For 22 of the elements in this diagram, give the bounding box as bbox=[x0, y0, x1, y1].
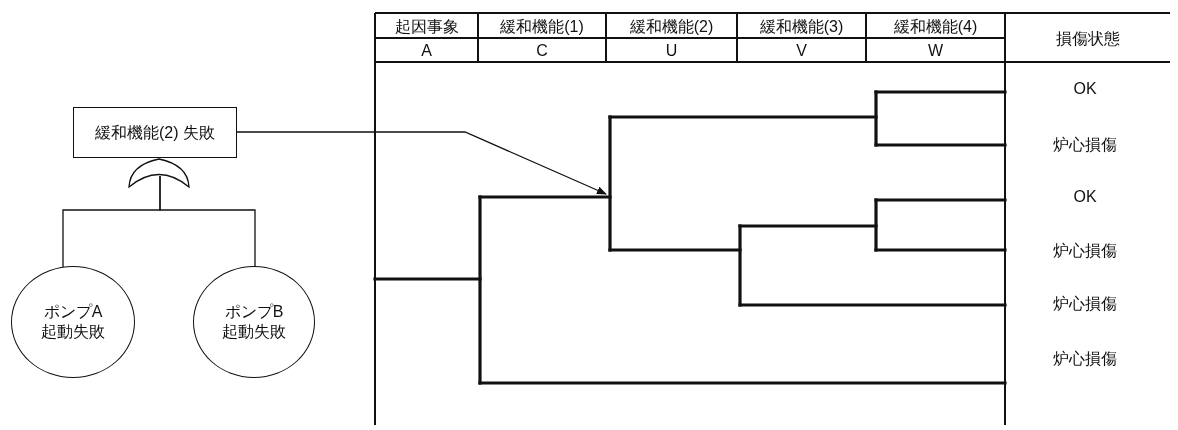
connector-line bbox=[159, 175, 256, 268]
basic-event-circle: ポンプB 起動失敗 bbox=[193, 266, 315, 378]
outcome-label: 炉心損傷 bbox=[1053, 134, 1117, 154]
basic-event-circle: ポンプA 起動失敗 bbox=[11, 266, 135, 378]
outcome-label: 炉心損傷 bbox=[1053, 348, 1117, 368]
column-header: 緩和機能(1) bbox=[500, 16, 584, 36]
outcome-label: OK bbox=[1073, 78, 1097, 98]
column-header: 起因事象 bbox=[394, 16, 459, 36]
column-symbol: C bbox=[536, 41, 548, 60]
column-header: 緩和機能(4) bbox=[893, 16, 978, 36]
column-header: 緩和機能(3) bbox=[759, 16, 844, 36]
column-symbol: W bbox=[927, 41, 944, 60]
outcome-label: 炉心損傷 bbox=[1053, 240, 1117, 260]
or-gate-symbol bbox=[128, 158, 190, 188]
column-symbol: V bbox=[796, 41, 807, 60]
column-symbol: A bbox=[421, 41, 432, 60]
outcome-label: 炉心損傷 bbox=[1053, 293, 1117, 313]
outcome-label: OK bbox=[1073, 186, 1097, 206]
column-header: 損傷状態 bbox=[1055, 28, 1120, 48]
column-symbol: U bbox=[665, 41, 678, 60]
column-header: 緩和機能(2) bbox=[629, 16, 714, 36]
leader-arrow bbox=[236, 131, 607, 195]
